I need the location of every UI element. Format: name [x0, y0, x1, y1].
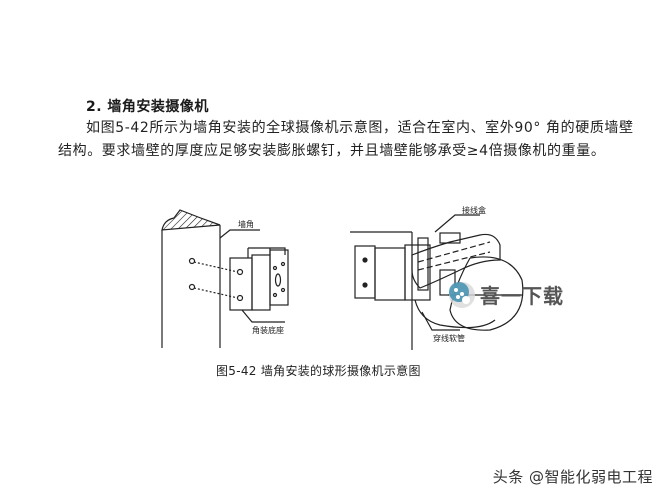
watermark-text: 喜一下载 [480, 284, 564, 308]
watermark: 喜一下载 [448, 280, 564, 309]
figure-caption: 图5-42 墙角安装的球形摄像机示意图 [216, 364, 421, 378]
label-corner-base: 角装底座 [252, 325, 284, 335]
xiyi-logo-icon [449, 281, 475, 308]
label-conduit: 穿线软管 [433, 333, 465, 343]
footer-attribution: 头条 @智能化弱电工程 [492, 468, 653, 486]
dome-camera-drawing [350, 214, 524, 350]
section-heading: 2. 墙角安装摄像机 [86, 99, 209, 115]
paragraph-text: 如图5-42所示为墙角安装的全球摄像机示意图，适合在室内、室外90° 角的硬质墙… [58, 120, 634, 159]
label-junction-box: 接线盒 [462, 205, 486, 215]
wall-corner-drawing [161, 209, 289, 348]
installation-diagram: 墙角 角装底座 接线盒 穿线软管 [150, 200, 580, 355]
label-wall-corner: 墙角 [238, 219, 254, 229]
body-paragraph: 如图5-42所示为墙角安装的全球摄像机示意图，适合在室内、室外90° 角的硬质墙… [58, 117, 638, 163]
